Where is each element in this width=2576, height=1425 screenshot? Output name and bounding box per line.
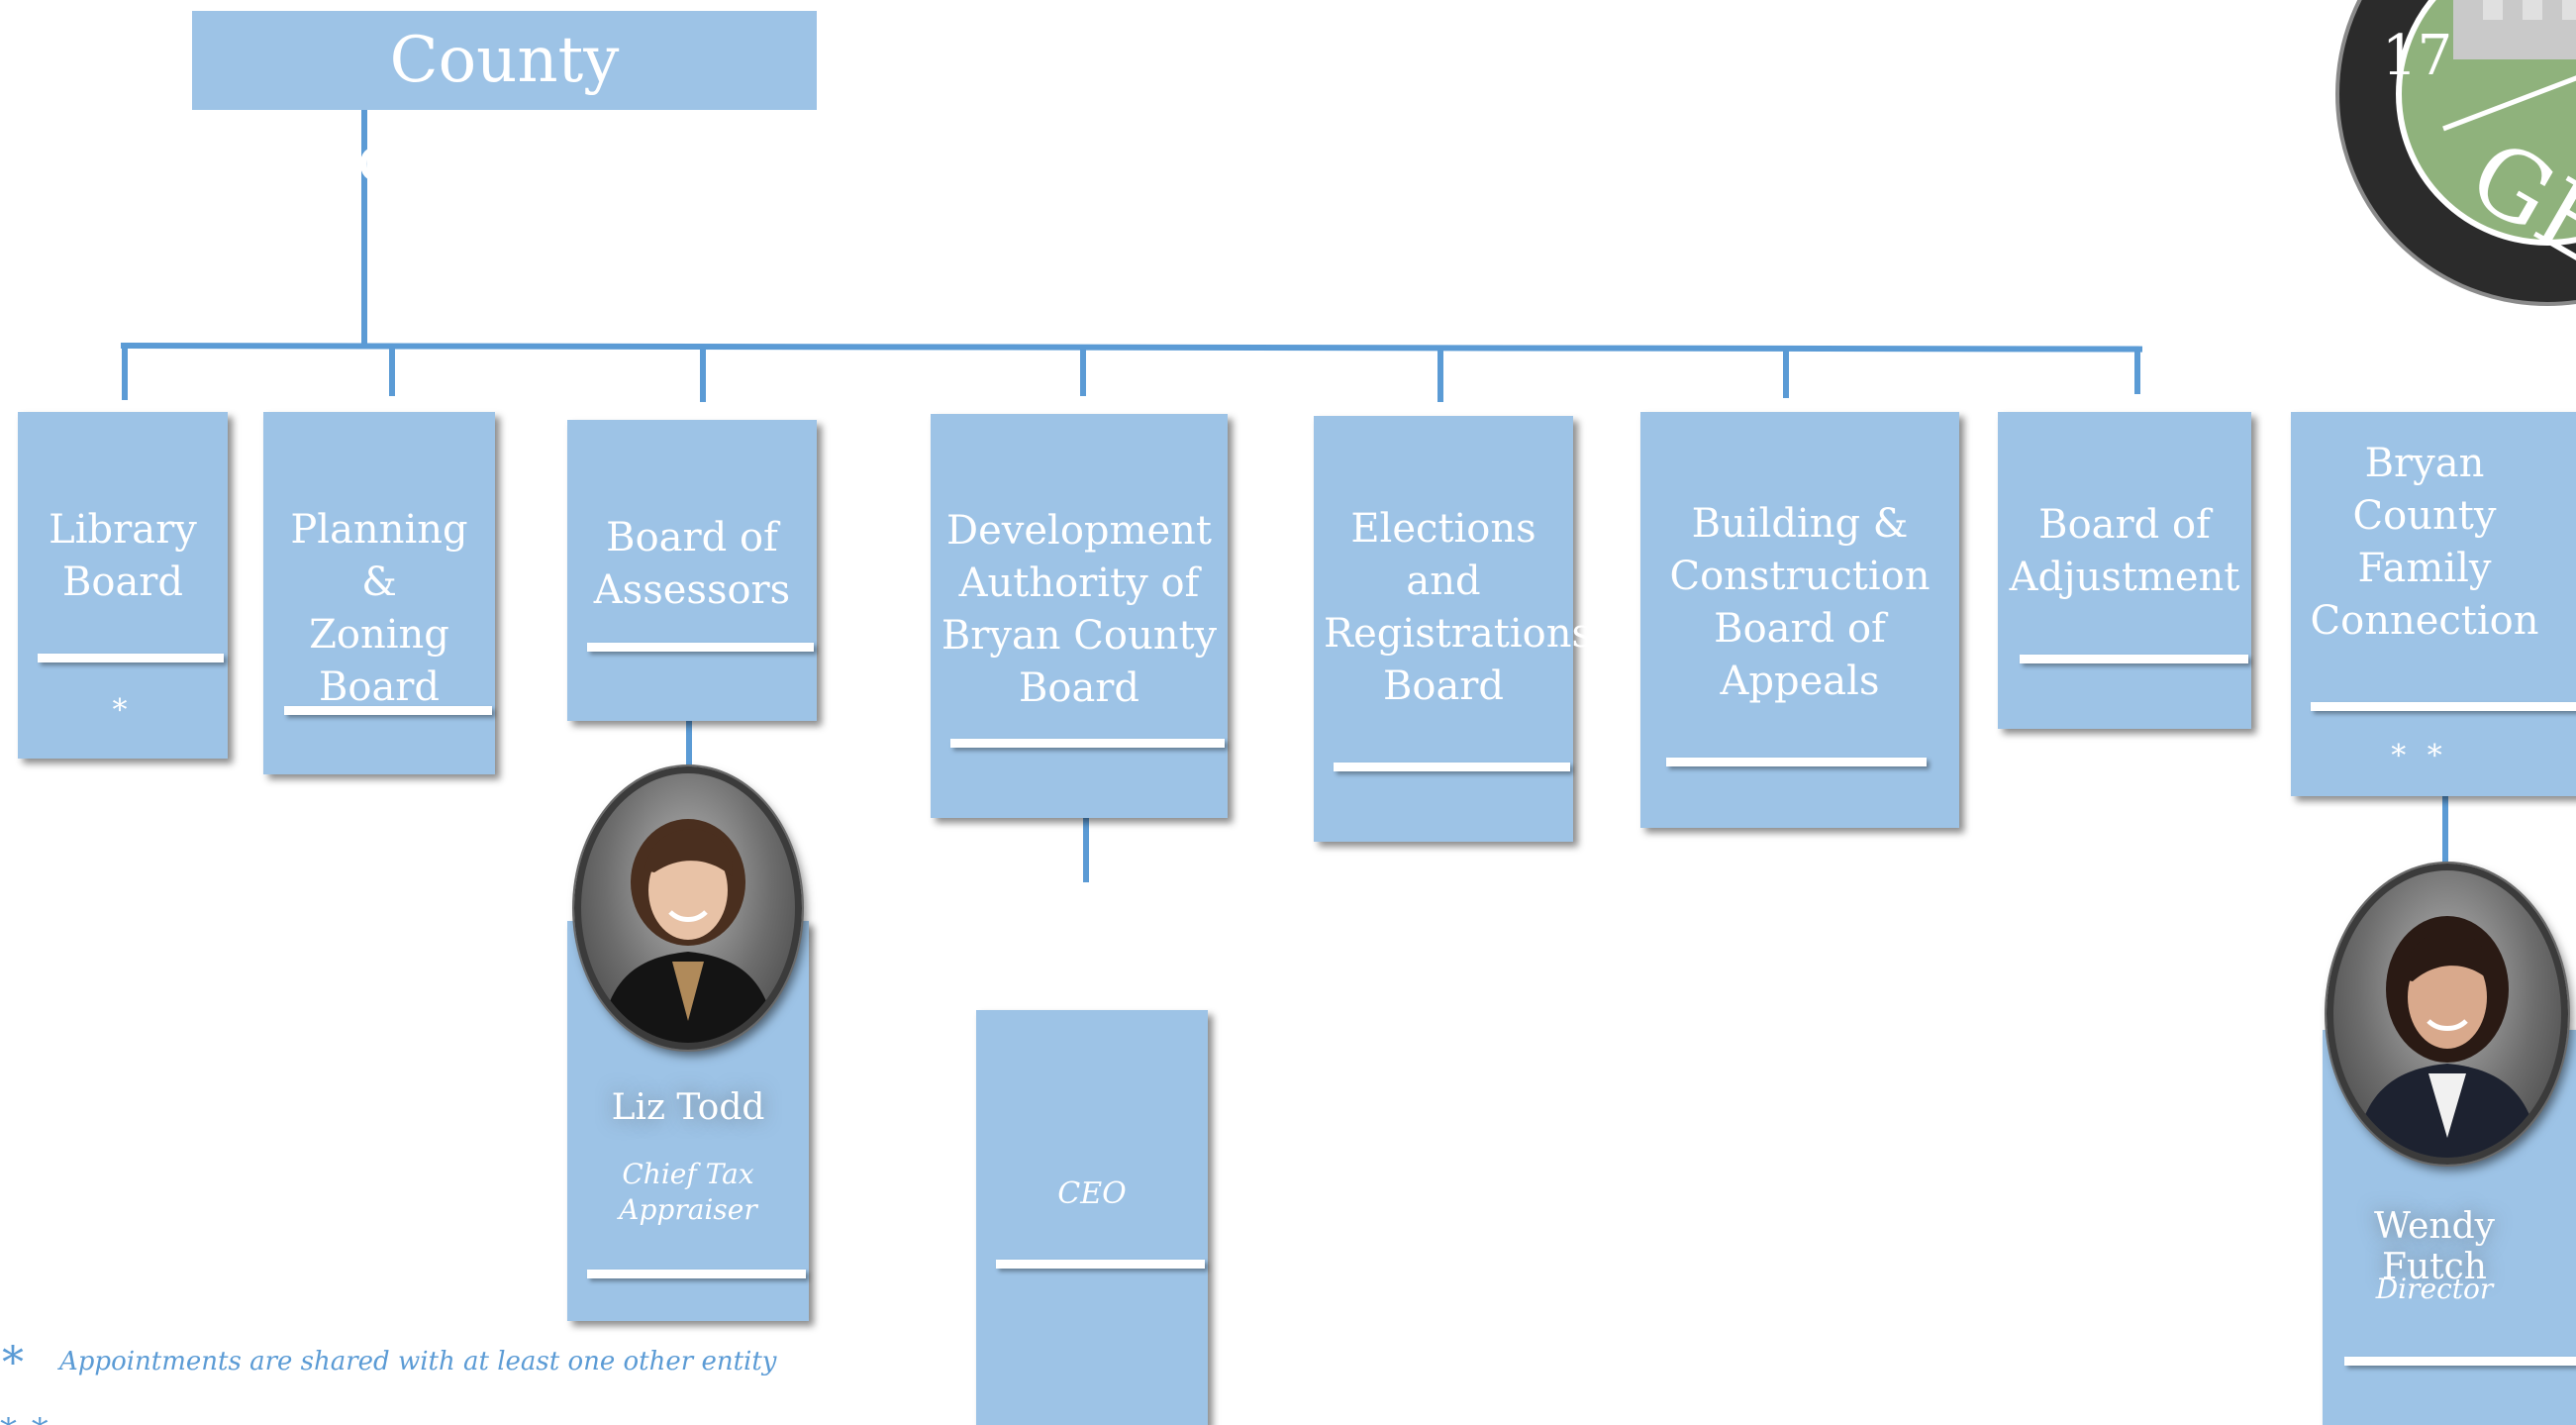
planning-zoning-board-rule [284, 706, 492, 715]
county-seal-logo: 17 GE [2335, 0, 2576, 306]
building-construction-appeals-rule [1666, 758, 1927, 766]
connector-to-assessors [700, 346, 706, 402]
elections-registrations-board-rule [1334, 763, 1570, 771]
connector-assessors-to-person [686, 721, 692, 768]
board-of-assessors-rule [587, 643, 814, 652]
liz-todd-portrait [574, 766, 802, 1050]
family-connection-rule [2311, 702, 2576, 711]
footnote-shared-appointments: * Appointments are shared with at least … [0, 1339, 891, 1388]
connector-commission-down [361, 109, 367, 347]
connector-to-library [122, 343, 128, 400]
ceo-box: CEO [976, 1010, 1208, 1425]
development-authority-board-rule [950, 739, 1225, 748]
footnote-asterisk-icon: * [2, 1338, 24, 1388]
connector-to-development [1080, 347, 1086, 396]
person-name-wendy-futch: Wendy Futch [2374, 1206, 2495, 1287]
connector-to-adjustment [2134, 349, 2140, 394]
person-photo-icon [601, 819, 775, 1043]
connector-to-planning [389, 345, 395, 396]
wendy-futch-portrait [2327, 864, 2568, 1165]
library-board-mark: * [112, 693, 134, 728]
ceo-title: CEO [1057, 1176, 1127, 1211]
connector-to-elections [1437, 348, 1443, 402]
connector-development-to-ceo [1083, 818, 1089, 882]
county-commission-box: County Commission [192, 11, 817, 196]
board-of-adjustment-rule [2020, 655, 2248, 663]
person-name-liz-todd: Liz Todd [611, 1087, 765, 1128]
ceo-rule [996, 1260, 1205, 1269]
seal-number: 17 [2382, 24, 2452, 88]
person-role-director: Director [2375, 1272, 2494, 1305]
connector-horizontal-bus [120, 343, 2143, 353]
director-rule [2344, 1357, 2576, 1366]
footnote-text: Appointments are shared with at least on… [59, 1347, 777, 1376]
connector-family-to-person [2442, 796, 2448, 864]
person-photo-icon [2355, 916, 2539, 1158]
chief-tax-appraiser-rule [587, 1270, 806, 1278]
family-connection-mark: * * [2391, 739, 2448, 773]
footnote-double-asterisk: * * [0, 1411, 59, 1425]
library-board-rule [38, 654, 224, 662]
connector-to-building [1783, 349, 1789, 398]
